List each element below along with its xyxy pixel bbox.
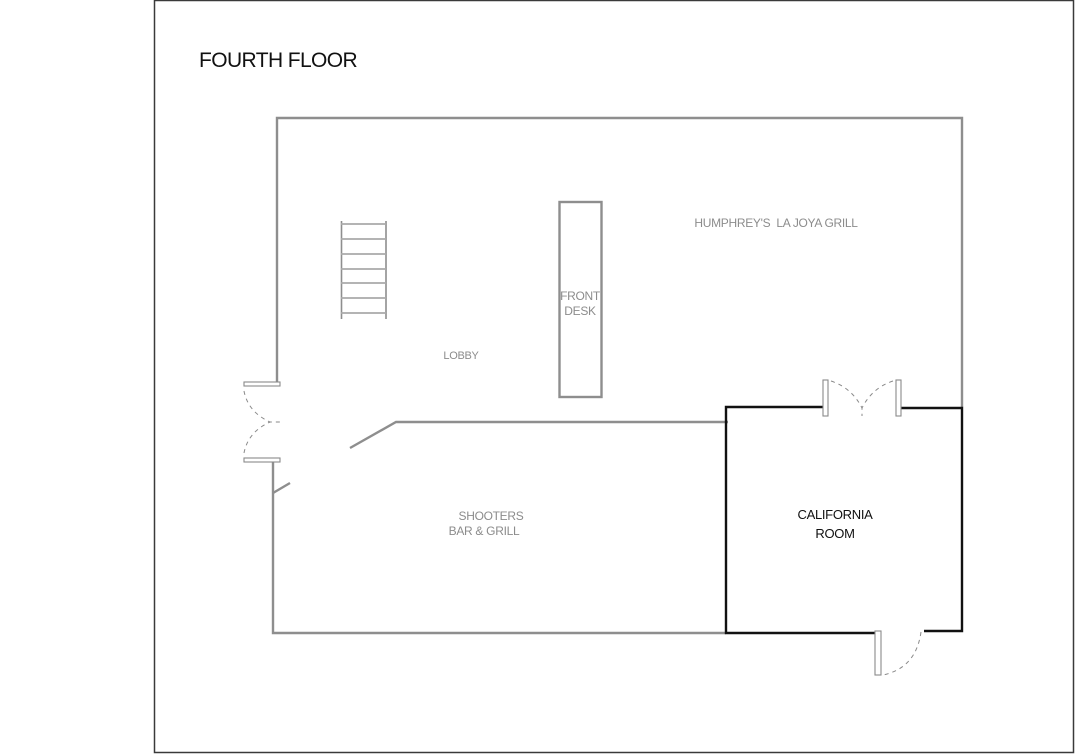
lobby-entrance-door-icon bbox=[243, 381, 281, 463]
california-room-side-door-icon bbox=[874, 630, 922, 676]
upper-outer-wall bbox=[275, 116, 964, 407]
shooters-label-line1: SHOOTERS bbox=[459, 509, 524, 523]
front-desk bbox=[558, 200, 603, 399]
california-room-double-door-icon bbox=[822, 379, 902, 417]
humphreys-grill-label: HUMPHREY'S LA JOYA GRILL bbox=[694, 216, 858, 230]
california-room-walls bbox=[724, 405, 964, 635]
front-desk-label-line1: FRONT bbox=[560, 289, 601, 303]
building-walls bbox=[271, 116, 964, 635]
corridor-divider-wall bbox=[349, 420, 728, 450]
lower-outer-wall bbox=[271, 461, 726, 635]
entrance-stub-wall bbox=[272, 481, 291, 495]
lobby-label: LOBBY bbox=[443, 350, 479, 362]
floor-title: FOURTH FLOOR bbox=[199, 49, 358, 72]
shooters-label-line2: BAR & GRILL bbox=[449, 524, 520, 538]
california-room-label-line1: CALIFORNIA bbox=[797, 507, 873, 522]
page-frame bbox=[153, 0, 1075, 754]
california-room-wall-left bbox=[724, 405, 877, 635]
front-desk-label-line2: DESK bbox=[564, 304, 596, 318]
california-room-wall-right bbox=[901, 406, 964, 633]
stairs-icon bbox=[340, 221, 387, 319]
california-room-label-line2: ROOM bbox=[815, 526, 854, 541]
